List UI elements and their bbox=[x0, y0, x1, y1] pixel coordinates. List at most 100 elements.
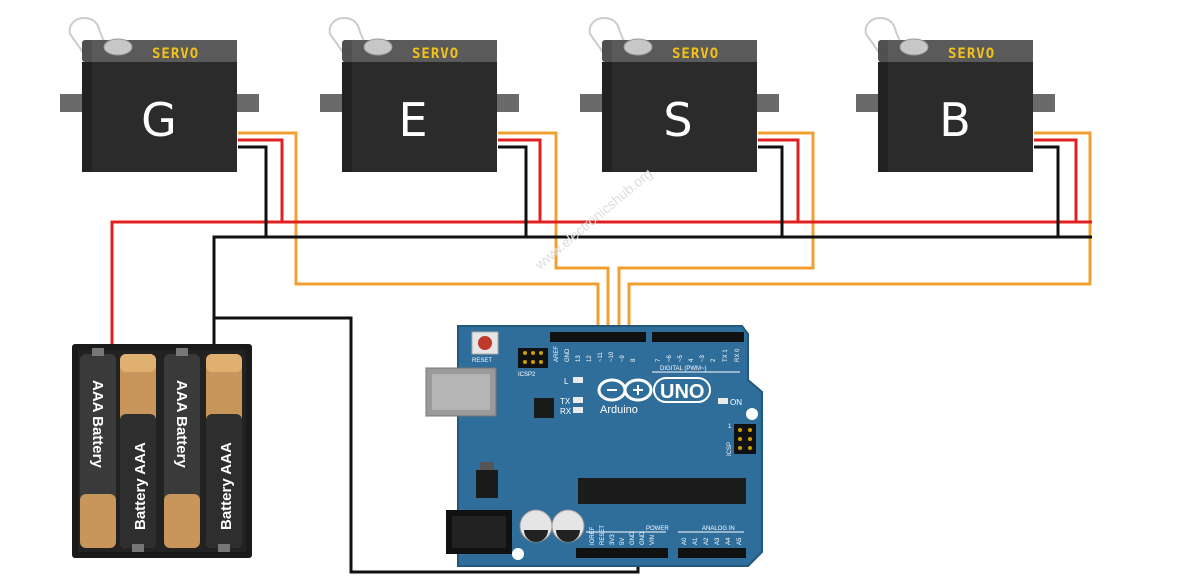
digital-header-right bbox=[652, 332, 744, 342]
servo-brand-label: SERVO bbox=[672, 46, 719, 62]
digital-header-left bbox=[550, 332, 646, 342]
pin-label: RX 0 bbox=[735, 348, 741, 362]
power-label: POWER bbox=[646, 526, 669, 532]
servo-brand-label: SERVO bbox=[948, 46, 995, 62]
pin-label: ~11 bbox=[598, 352, 604, 362]
pin-label: A0 bbox=[682, 537, 688, 545]
icsp-header: ICSP 1 bbox=[727, 424, 756, 456]
tx-led-label: TX bbox=[560, 397, 571, 406]
pin-label: GND bbox=[630, 531, 636, 545]
pin-label: A1 bbox=[693, 537, 699, 545]
pin-label: 8 bbox=[631, 358, 637, 362]
arduino-uno-board: RESET ICSP2 AREF GND 13 12 ~11 ~10 ~9 8 … bbox=[425, 325, 763, 567]
signal-wire-s bbox=[617, 131, 815, 338]
battery-cell-label: Battery AAA bbox=[218, 442, 235, 530]
pin-label: GND bbox=[565, 348, 571, 362]
icsp2-header: ICSP2 bbox=[518, 348, 548, 378]
battery-cell: Battery AAA bbox=[120, 354, 156, 552]
pin-label: AREF bbox=[554, 346, 560, 362]
pin-label: 5V bbox=[620, 538, 626, 545]
pin-label: A5 bbox=[737, 537, 743, 545]
pin-label: A4 bbox=[726, 537, 732, 545]
power-wire-s bbox=[758, 138, 800, 222]
pin-label: 4 bbox=[689, 358, 695, 362]
battery-cell-label: Battery AAA bbox=[132, 442, 149, 530]
reset-label: RESET bbox=[472, 358, 492, 364]
ground-bus bbox=[212, 235, 1092, 346]
battery-cell: Battery AAA bbox=[206, 354, 242, 552]
digital-pin-labels: AREF GND 13 12 ~11 ~10 ~9 8 7 ~6 ~5 4 ~3… bbox=[554, 346, 741, 362]
pin-label: 2 bbox=[711, 358, 717, 362]
signal-wire-e bbox=[498, 131, 610, 338]
ground-wire-b bbox=[1034, 145, 1060, 237]
battery-cell-label: AAA Battery bbox=[173, 380, 190, 468]
power-header bbox=[576, 548, 668, 558]
pin-label: VIN bbox=[650, 535, 656, 545]
icsp2-label: ICSP2 bbox=[518, 372, 536, 378]
servo-brand-label: SERVO bbox=[412, 46, 459, 62]
servo-b: SERVO B bbox=[855, 17, 1056, 173]
arduino-logo: UNO Arduino bbox=[597, 377, 711, 416]
rx-led-label: RX bbox=[560, 407, 572, 416]
power-bus bbox=[110, 220, 1092, 346]
pin-label: RESET bbox=[600, 525, 606, 545]
analog-pin-labels: A0 A1 A2 A3 A4 A5 bbox=[682, 537, 743, 545]
pin-label: ~5 bbox=[678, 354, 684, 362]
pin-label: A3 bbox=[715, 537, 721, 545]
servo-letter-label: B bbox=[939, 93, 971, 147]
battery-pack: AAA Battery Battery AAA AAA Battery Batt… bbox=[72, 344, 252, 558]
pin-label: TX 1 bbox=[723, 349, 729, 362]
battery-cell-label: AAA Battery bbox=[89, 380, 106, 468]
battery-cell: AAA Battery bbox=[80, 348, 116, 548]
servo-g: SERVO G bbox=[59, 17, 260, 173]
atmega-chip bbox=[578, 478, 746, 504]
ground-wire-e bbox=[498, 145, 528, 237]
pin-label: GND bbox=[640, 531, 646, 545]
arduino-brand-text: Arduino bbox=[600, 404, 638, 416]
servo-letter-label: S bbox=[663, 93, 692, 147]
on-led-label: ON bbox=[730, 398, 742, 407]
ground-wire-s bbox=[758, 145, 784, 237]
pin-label: ~10 bbox=[609, 351, 615, 362]
pin-label: ~6 bbox=[667, 354, 673, 362]
usb-chip bbox=[534, 398, 554, 418]
signal-wires bbox=[238, 131, 1092, 338]
icsp-label: ICSP bbox=[727, 442, 733, 456]
l-led-label: L bbox=[564, 377, 569, 386]
pin-label: ~3 bbox=[700, 354, 706, 362]
analog-label: ANALOG IN bbox=[702, 526, 735, 532]
pin-label: 12 bbox=[587, 355, 593, 362]
capacitors bbox=[519, 509, 585, 543]
icsp-pin1-label: 1 bbox=[728, 424, 732, 430]
servo-letter-label: E bbox=[398, 93, 427, 147]
status-leds: L TX RX ON bbox=[560, 377, 742, 416]
servo-brand-label: SERVO bbox=[152, 46, 199, 62]
ground-wire-g bbox=[238, 145, 268, 237]
voltage-regulator bbox=[476, 470, 498, 498]
battery-cell: AAA Battery bbox=[164, 348, 200, 548]
servo-e: SERVO E bbox=[319, 17, 520, 173]
uno-logo-text: UNO bbox=[660, 381, 704, 403]
pin-label: ~9 bbox=[620, 354, 626, 362]
servo-s: SERVO S bbox=[579, 17, 780, 173]
power-wire-g bbox=[238, 138, 284, 222]
power-wire-e bbox=[498, 138, 542, 222]
watermark: www.electronicshub.org bbox=[531, 165, 655, 273]
signal-wire-g bbox=[238, 131, 600, 338]
analog-header bbox=[678, 548, 746, 558]
signal-wire-b bbox=[627, 131, 1092, 338]
servo-letter-label: G bbox=[141, 93, 177, 147]
mounting-hole bbox=[512, 548, 524, 560]
pin-label: A2 bbox=[704, 537, 710, 545]
power-wires bbox=[110, 138, 1092, 346]
power-pin-labels: IOREF RESET 3V3 5V GND GND VIN bbox=[590, 525, 656, 545]
digital-label: DIGITAL (PWM~) bbox=[660, 366, 707, 372]
pin-label: IOREF bbox=[590, 526, 596, 545]
pin-label: 7 bbox=[656, 358, 662, 362]
pin-label: 3V3 bbox=[610, 534, 616, 545]
mounting-hole bbox=[746, 408, 758, 420]
power-wire-b bbox=[1034, 138, 1078, 222]
pin-label: 13 bbox=[576, 355, 582, 362]
pcb bbox=[457, 325, 763, 567]
